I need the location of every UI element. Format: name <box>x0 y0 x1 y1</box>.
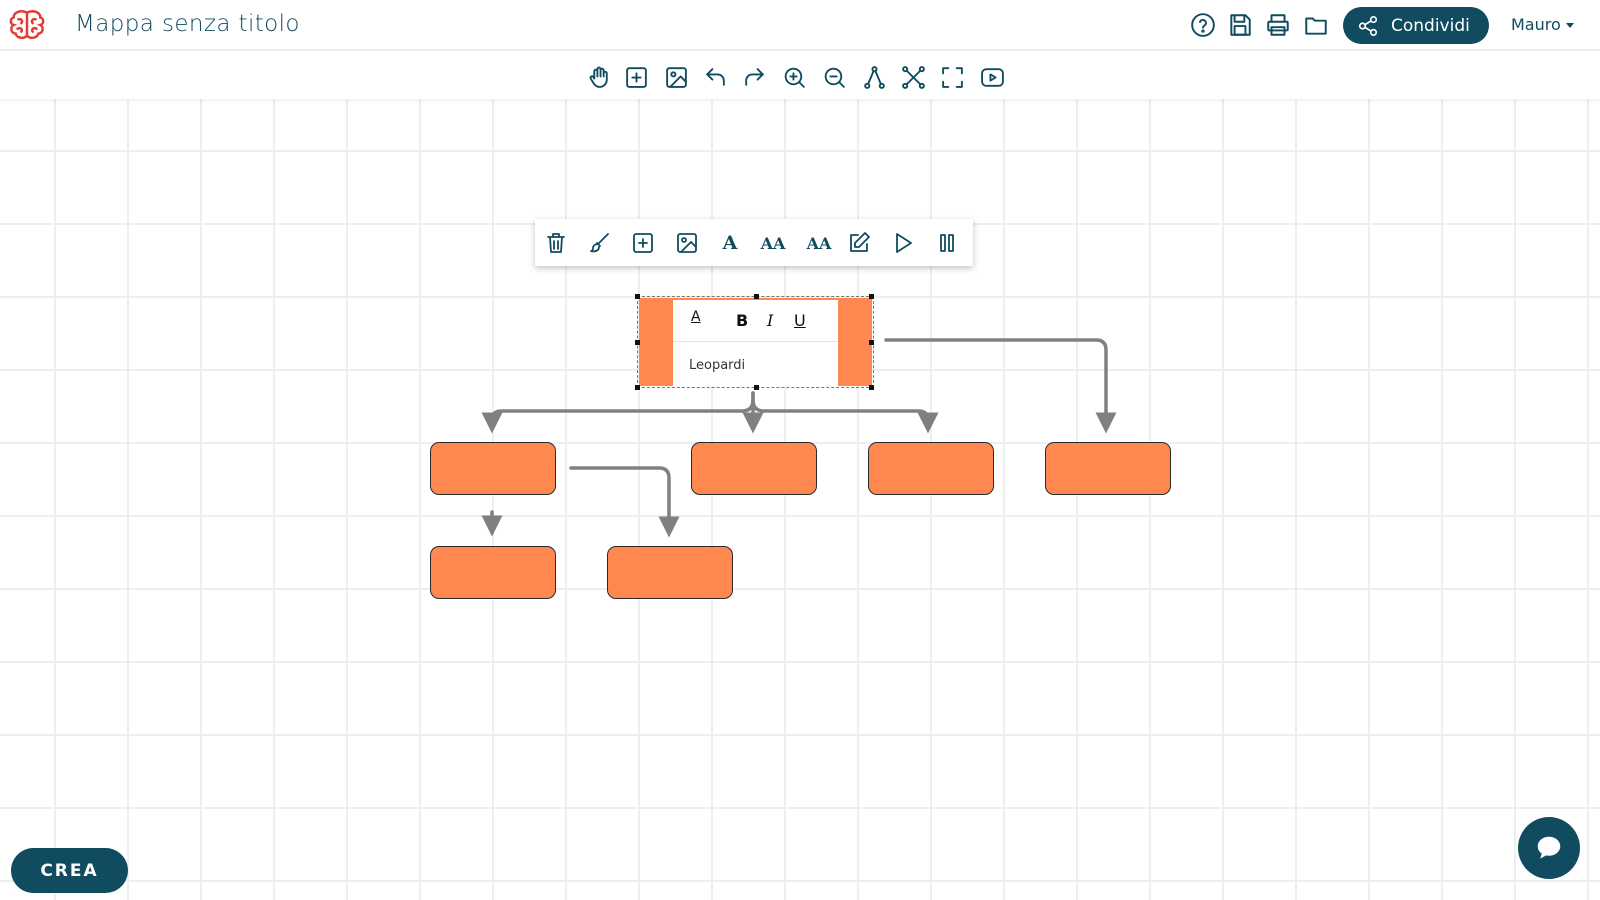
map-node-6[interactable] <box>607 546 733 599</box>
main-toolbar <box>0 53 1600 99</box>
image-icon[interactable] <box>662 63 690 91</box>
resize-handle-s[interactable] <box>754 385 759 390</box>
brain-logo-icon[interactable] <box>8 8 46 42</box>
resize-handle-ne[interactable] <box>869 294 874 299</box>
resize-handle-se[interactable] <box>869 385 874 390</box>
font-size-down-icon[interactable]: AA <box>757 230 789 256</box>
layout-icon[interactable] <box>860 63 888 91</box>
user-name: Mauro <box>1511 15 1561 34</box>
folder-icon[interactable] <box>1302 11 1330 39</box>
font-icon[interactable]: A <box>717 230 743 256</box>
resize-handle-n[interactable] <box>754 294 759 299</box>
fullscreen-icon[interactable] <box>938 63 966 91</box>
font-down-label: AA <box>760 233 786 253</box>
presentation-icon[interactable] <box>978 63 1006 91</box>
share-button[interactable]: Condividi <box>1343 7 1489 44</box>
font-size-up-icon[interactable]: AA <box>803 230 835 256</box>
connect-icon[interactable] <box>899 63 927 91</box>
play-icon[interactable] <box>890 230 916 256</box>
chevron-down-icon <box>1565 23 1574 28</box>
text-color-button[interactable]: A <box>691 309 701 325</box>
root-node-fill: A B I U Leopardi <box>639 298 872 386</box>
resize-handle-nw[interactable] <box>635 294 640 299</box>
share-icon <box>1358 15 1378 36</box>
chat-button[interactable] <box>1518 817 1580 879</box>
page-title[interactable]: Mappa senza titolo <box>75 11 300 37</box>
edit-icon[interactable] <box>846 230 872 256</box>
image-icon[interactable] <box>674 230 700 256</box>
add-node-icon[interactable] <box>622 63 650 91</box>
zoom-in-icon[interactable] <box>780 63 808 91</box>
font-label: A <box>722 232 738 254</box>
redo-icon[interactable] <box>740 63 768 91</box>
font-up-label: AA <box>806 233 832 253</box>
resize-handle-w[interactable] <box>635 340 640 345</box>
map-node-3[interactable] <box>868 442 994 495</box>
resize-handle-e[interactable] <box>869 340 874 345</box>
hand-pan-icon[interactable] <box>585 63 613 91</box>
save-icon[interactable] <box>1226 11 1254 39</box>
node-text-editor[interactable]: A B I U Leopardi <box>673 300 838 386</box>
header: Mappa senza titolo Condividi Mauro <box>0 0 1600 51</box>
map-node-5[interactable] <box>430 546 556 599</box>
share-label: Condividi <box>1391 15 1470 36</box>
node-text[interactable]: Leopardi <box>689 358 746 373</box>
map-node-2[interactable] <box>691 442 817 495</box>
zoom-out-icon[interactable] <box>820 63 848 91</box>
underline-button[interactable]: U <box>794 311 806 330</box>
trash-icon[interactable] <box>543 230 569 256</box>
chat-bubble-icon <box>1537 836 1561 859</box>
node-toolbar: A AA AA <box>535 219 973 266</box>
brush-icon[interactable] <box>587 230 613 256</box>
italic-button[interactable]: I <box>767 311 774 330</box>
pause-icon[interactable] <box>934 230 960 256</box>
help-icon[interactable] <box>1189 11 1217 39</box>
map-node-4[interactable] <box>1045 442 1171 495</box>
map-node-1[interactable] <box>430 442 556 495</box>
print-icon[interactable] <box>1264 11 1292 39</box>
root-node[interactable]: A B I U Leopardi <box>635 294 874 390</box>
undo-icon[interactable] <box>701 63 729 91</box>
bold-button[interactable]: B <box>736 311 749 330</box>
resize-handle-sw[interactable] <box>635 385 640 390</box>
crea-button[interactable]: CREA <box>11 848 128 893</box>
editor-toolbar: A B I U <box>673 300 838 342</box>
user-menu[interactable]: Mauro <box>1511 15 1574 34</box>
add-child-icon[interactable] <box>630 230 656 256</box>
